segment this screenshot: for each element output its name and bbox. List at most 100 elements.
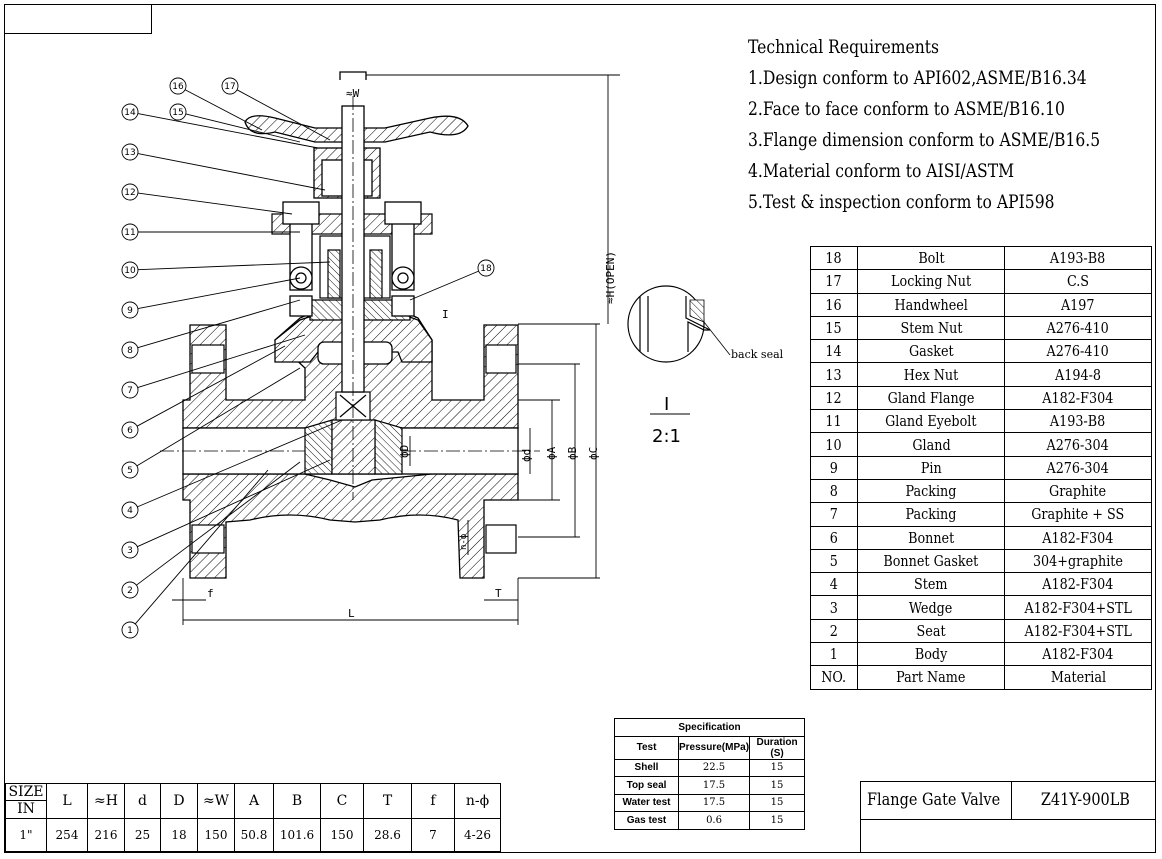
dim-header-c: C — [320, 783, 364, 819]
balloon-16: 16 — [169, 77, 263, 131]
parts-row: 18 Bolt A193-B8 — [810, 245, 1152, 271]
parts-row: 10 Gland A276-304 — [810, 432, 1152, 457]
tech-req-item: 1.Design conform to API602,ASME/B16.34 — [748, 67, 1087, 89]
balloon-13: 13 — [121, 143, 326, 191]
title-block: Flange Gate Valve Z41Y-900LB — [860, 781, 1156, 853]
part-material: A276-304 — [1046, 435, 1110, 454]
spec-header-pressure: Pressure(MPa) — [677, 735, 751, 760]
header-no: NO. — [821, 668, 847, 687]
balloon-label: 8 — [127, 346, 133, 356]
part-number: 11 — [825, 412, 843, 431]
dim-header-D: D — [160, 783, 198, 819]
balloon-10: 10 — [121, 261, 331, 279]
dim-label-d: ϕd — [520, 449, 533, 462]
detail-label: I — [664, 394, 669, 415]
specification-table: Specification Test Pressure(MPa) Duratio… — [613, 718, 806, 830]
part-material: A182-F304 — [1042, 388, 1114, 407]
balloon-7: 7 — [121, 334, 306, 399]
dim-value: 150 — [320, 818, 364, 852]
product-model: Z41Y-900LB — [1040, 790, 1130, 810]
balloon-label: 13 — [124, 148, 135, 158]
dim-label-b: ϕB — [566, 446, 579, 460]
dim-value: 4-26 — [454, 818, 501, 852]
balloon-1: 1 — [121, 469, 269, 639]
spec-duration: 15 — [749, 793, 806, 812]
spec-pressure: 17.5 — [677, 793, 751, 812]
part-number: 6 — [829, 528, 839, 547]
dim-header-t: T — [363, 783, 412, 819]
dim-label-c: ϕC — [587, 447, 600, 460]
dim-label-D: ϕD — [398, 445, 411, 458]
tech-req-item: 2.Face to face conform to ASME/B16.10 — [748, 98, 1065, 120]
dim-label-f: f — [207, 587, 214, 600]
part-name: Wedge — [909, 598, 953, 617]
part-number: 4 — [829, 575, 839, 594]
balloon-4: 4 — [121, 419, 343, 519]
part-number: 10 — [825, 435, 843, 454]
part-number: 18 — [825, 249, 843, 268]
dim-header-h: ≈H — [87, 783, 125, 819]
dim-header-d: d — [124, 783, 161, 819]
spec-test: Top seal — [614, 776, 679, 795]
part-name: Body — [914, 645, 948, 664]
part-material: A276-410 — [1046, 319, 1110, 338]
dim-header-w: ≈W — [197, 783, 235, 819]
part-number: 17 — [825, 272, 843, 291]
part-material: A193-B8 — [1050, 412, 1106, 431]
spec-pressure: 0.6 — [677, 811, 751, 830]
balloon-label: 4 — [127, 506, 133, 516]
part-material: A182-F304 — [1042, 645, 1114, 664]
parts-header-row: NO. Part Name Material — [810, 665, 1152, 690]
part-number: 9 — [829, 458, 839, 477]
balloon-label: 5 — [127, 466, 133, 476]
spec-title: Specification — [613, 718, 806, 737]
part-material: C.S — [1066, 272, 1090, 291]
part-name: Gland — [911, 435, 951, 454]
balloon-label: 18 — [480, 264, 492, 274]
dim-value: 150 — [197, 818, 235, 852]
dim-header-a: A — [234, 783, 274, 819]
detail-scale: 2:1 — [652, 426, 681, 447]
part-name: Hex Nut — [903, 365, 959, 384]
balloon-label: 7 — [127, 386, 133, 396]
dim-label-h: ≈H(OPEN) — [604, 251, 617, 304]
part-name: Bolt — [917, 249, 945, 268]
dim-value: 50.8 — [234, 818, 274, 852]
part-name: Packing — [905, 482, 957, 501]
tech-req-item: 5.Test & inspection conform to API598 — [748, 191, 1055, 213]
balloon-label: 9 — [127, 306, 133, 316]
technical-requirements: Technical Requirements 1.Design conform … — [748, 32, 1100, 218]
part-number: 16 — [825, 295, 843, 314]
part-number: 8 — [829, 482, 839, 501]
dim-header-b: B — [273, 783, 321, 819]
balloon-label: 12 — [124, 188, 135, 198]
balloon-label: 10 — [124, 266, 136, 276]
part-material: A194-8 — [1055, 365, 1101, 384]
balloon-9: 9 — [121, 277, 301, 319]
part-number: 5 — [829, 552, 839, 570]
size-label: SIZE — [6, 784, 46, 801]
part-name: Bonnet Gasket — [883, 552, 979, 570]
balloon-17: 17 — [221, 77, 331, 141]
balloon-label: 15 — [172, 108, 183, 118]
dim-value: 18 — [160, 818, 198, 852]
part-material: A276-304 — [1046, 458, 1110, 477]
dim-label-w: ≈W — [346, 87, 360, 100]
part-number: 3 — [829, 598, 839, 617]
dim-header-n: n-ϕ — [454, 783, 501, 819]
dim-value: 7 — [411, 818, 455, 852]
part-material: A197 — [1061, 295, 1095, 314]
tech-req-title: Technical Requirements — [748, 36, 940, 58]
header-part-name: Part Name — [896, 668, 966, 687]
balloon-label: 17 — [224, 82, 235, 92]
balloon-6: 6 — [121, 345, 286, 439]
tech-req-item: 3.Flange dimension conform to ASME/B16.5 — [748, 129, 1101, 151]
part-material: A193-B8 — [1050, 249, 1106, 268]
